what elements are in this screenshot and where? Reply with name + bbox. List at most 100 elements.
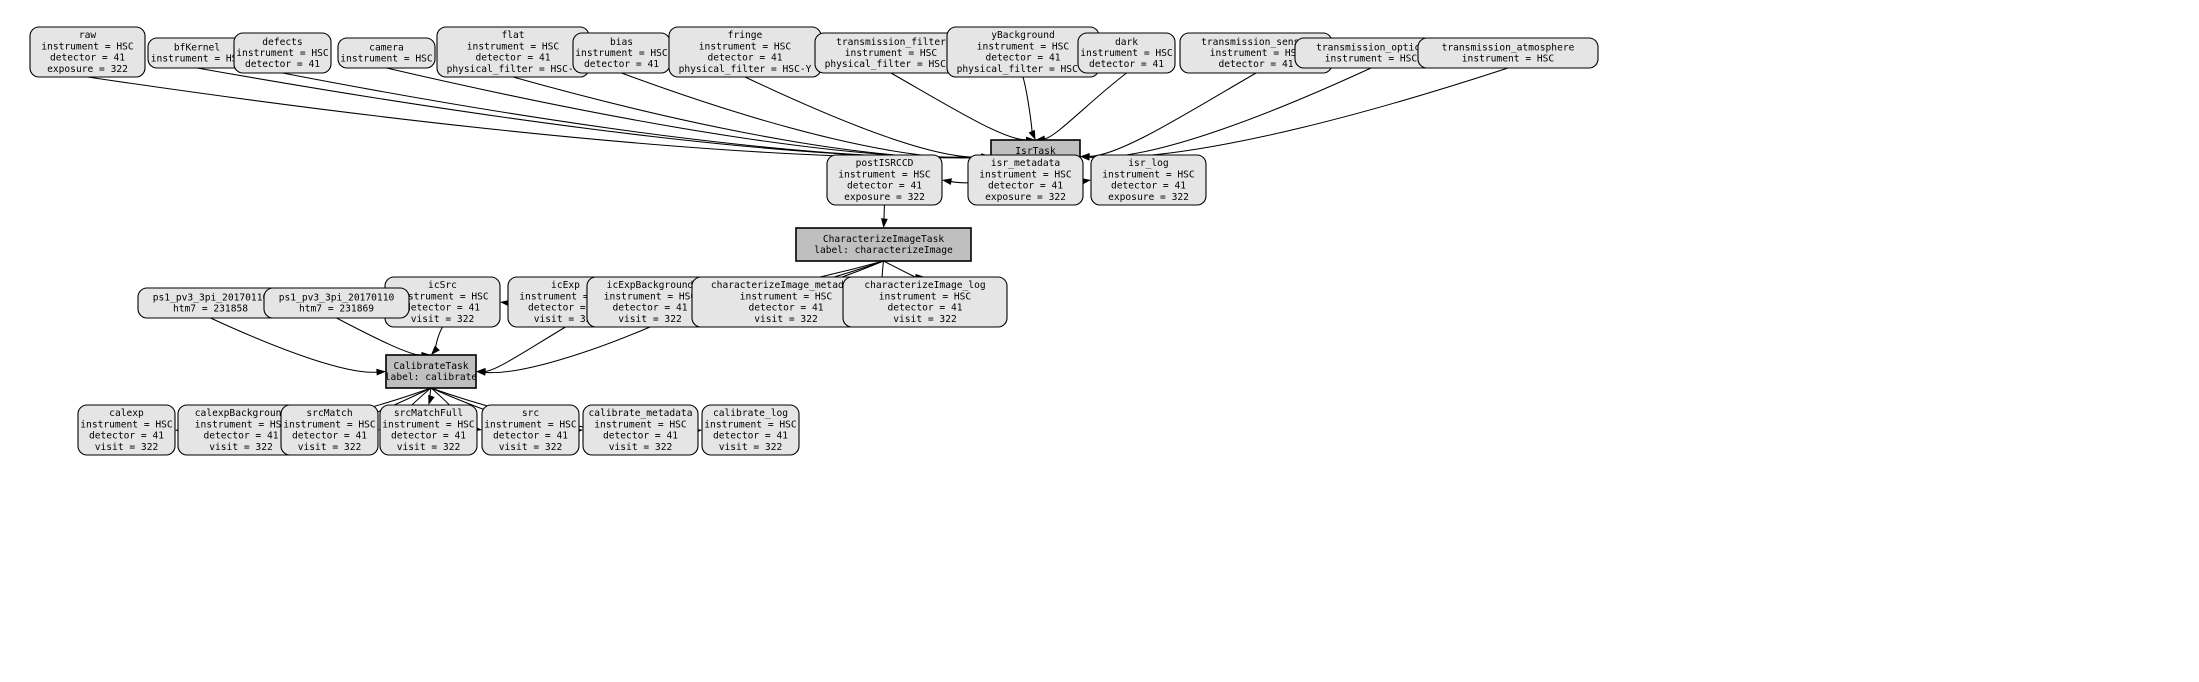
node-detail-line: visit = 322 — [209, 442, 273, 453]
node-shape — [77, 404, 176, 456]
node-detail-line: visit = 322 — [499, 442, 563, 453]
edge-line — [1022, 76, 1033, 133]
node-title: postISRCCD — [856, 158, 914, 169]
node-shape — [1077, 32, 1176, 74]
edge-fringe-to-IsrTask — [744, 76, 991, 161]
node-title: characterizeImage_metadata — [711, 280, 861, 291]
edge-yBackground-to-IsrTask — [1022, 76, 1036, 140]
node-detail-line: detector = 41 — [203, 431, 278, 442]
edge-arrowhead — [942, 178, 952, 185]
edge-raw-to-IsrTask — [87, 76, 991, 161]
edge-arrowhead — [500, 299, 510, 307]
node-title: icExp — [551, 280, 580, 291]
node-title: flat — [501, 30, 524, 41]
node-detail-line: visit = 322 — [411, 314, 475, 325]
node-detail-line: instrument = HSC — [382, 419, 475, 430]
node-detail-line: detector = 41 — [475, 53, 550, 64]
node-detail-line: detector = 41 — [391, 431, 466, 442]
node-detail-line: instrument = HSC — [80, 419, 173, 430]
edge-line — [1088, 67, 1509, 159]
node-title: ps1_pv3_3pi_20170110 — [153, 292, 269, 303]
node-detail-line: detector = 41 — [1218, 59, 1293, 70]
edge-line — [1088, 67, 1372, 158]
edge-transmission_sensor-to-IsrTask — [1080, 72, 1257, 160]
node-shape — [701, 404, 800, 456]
node-detail-line: instrument = HSC — [594, 419, 687, 430]
node-detail-line: detector = 41 — [245, 59, 320, 70]
node-detail-line: exposure = 322 — [47, 64, 128, 75]
node-detail-line: visit = 322 — [298, 442, 362, 453]
edge-line — [282, 72, 983, 159]
node-title: transmission_optics — [1316, 42, 1426, 53]
edge-arrowhead — [428, 394, 435, 405]
node-detail-line: instrument = HSC — [1102, 169, 1195, 180]
node-detail-line: detector = 41 — [707, 53, 782, 64]
node-detail-line: instrument = HSC — [740, 291, 833, 302]
edge-icExpBackground-to-CalibrateTask — [476, 326, 651, 376]
edge-postISRCCD-to-CharacterizeImageTask — [881, 204, 888, 228]
node-detail-line: visit = 322 — [893, 314, 957, 325]
node-detail-line: instrument = HSC — [879, 291, 972, 302]
node-detail-line: detector = 41 — [584, 59, 659, 70]
edge-line — [744, 76, 983, 158]
node-shape — [826, 154, 943, 206]
node-shape — [29, 26, 146, 78]
node-title: src — [522, 408, 539, 419]
node-detail-line: detector = 41 — [713, 431, 788, 442]
node-detail-line: detector = 41 — [292, 431, 367, 442]
node-title: camera — [369, 42, 404, 53]
edge-arrowhead — [1080, 153, 1090, 161]
edge-line — [435, 326, 443, 350]
node-shape — [582, 404, 699, 456]
node-detail-line: detector = 41 — [405, 303, 480, 314]
node-detail-line: exposure = 322 — [844, 192, 925, 203]
edge-line — [890, 72, 1027, 141]
node-detail-line: visit = 322 — [397, 442, 461, 453]
edge-icSrc-to-CalibrateTask — [431, 326, 443, 355]
node-title: raw — [79, 30, 97, 41]
node-detail-line: htm7 = 231858 — [173, 304, 248, 315]
node-detail-line: instrument = HSC — [519, 291, 612, 302]
edge-icExp-to-CalibrateTask — [476, 326, 566, 375]
node-title: bfKernel — [174, 42, 220, 53]
node-shape — [337, 37, 436, 69]
edge-line — [621, 72, 983, 159]
node-shape — [795, 227, 972, 262]
node-detail-line: instrument = HSC — [604, 291, 697, 302]
node-detail-line: instrument = HSC — [283, 419, 376, 430]
node-title: defects — [262, 37, 302, 48]
edge-CalibrateTask-to-srcMatchFull — [428, 387, 435, 405]
edge-transmission_atmosphere-to-IsrTask — [1080, 67, 1509, 161]
node-detail-line: detector = 41 — [50, 53, 125, 64]
